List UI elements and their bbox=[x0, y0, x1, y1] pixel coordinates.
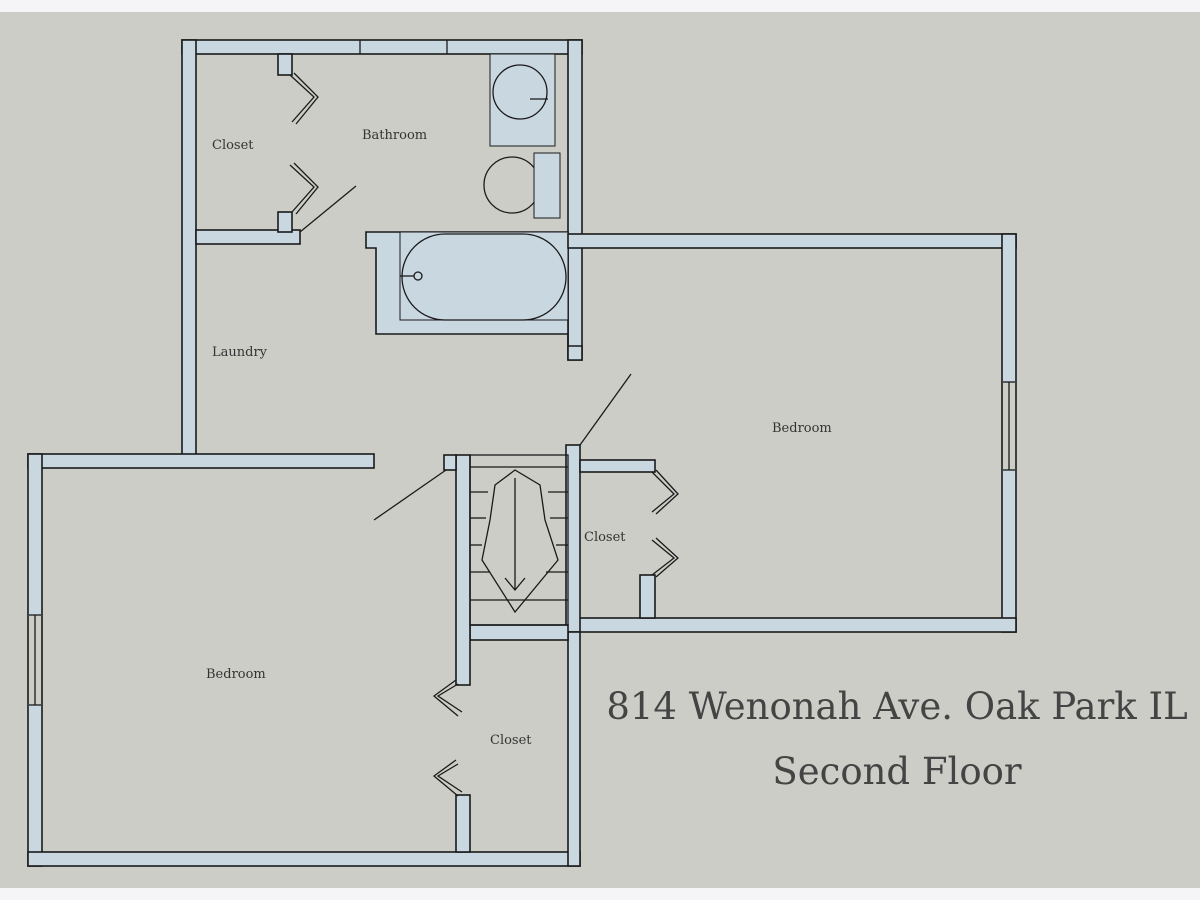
door-swings bbox=[289, 72, 679, 797]
floor-title: Second Floor bbox=[772, 750, 1022, 793]
address-title: 814 Wenonah Ave. Oak Park IL bbox=[606, 685, 1187, 728]
room-label-closet: Closet bbox=[212, 138, 254, 153]
room-label-bedroom: Bedroom bbox=[772, 421, 832, 436]
staircase bbox=[469, 454, 569, 626]
bifold-door-icon bbox=[432, 759, 463, 797]
sink-icon bbox=[492, 64, 548, 120]
door-swing-icon bbox=[299, 185, 357, 233]
room-label-laundry: Laundry bbox=[212, 345, 268, 360]
walls-upper bbox=[181, 39, 583, 456]
plan-background bbox=[0, 12, 1200, 888]
bifold-door-icon bbox=[289, 162, 319, 215]
toilet-tank bbox=[533, 152, 561, 219]
bifold-door-icon bbox=[651, 537, 679, 578]
bifold-door-icon bbox=[289, 72, 319, 125]
walls-left-bedroom bbox=[27, 453, 581, 867]
room-label-closet: Closet bbox=[584, 530, 626, 545]
bathtub-icon bbox=[401, 233, 567, 321]
door-swing-icon bbox=[373, 469, 447, 521]
bifold-door-icon bbox=[651, 469, 679, 515]
walls-right-bedroom bbox=[565, 233, 1017, 633]
door-swing-icon bbox=[579, 373, 632, 446]
room-label-bedroom: Bedroom bbox=[206, 667, 266, 682]
bifold-door-icon bbox=[432, 679, 463, 717]
room-label-closet: Closet bbox=[490, 733, 532, 748]
bathroom-fixtures bbox=[365, 53, 583, 361]
sink-counter bbox=[489, 53, 556, 147]
room-label-bathroom: Bathroom bbox=[362, 128, 427, 143]
